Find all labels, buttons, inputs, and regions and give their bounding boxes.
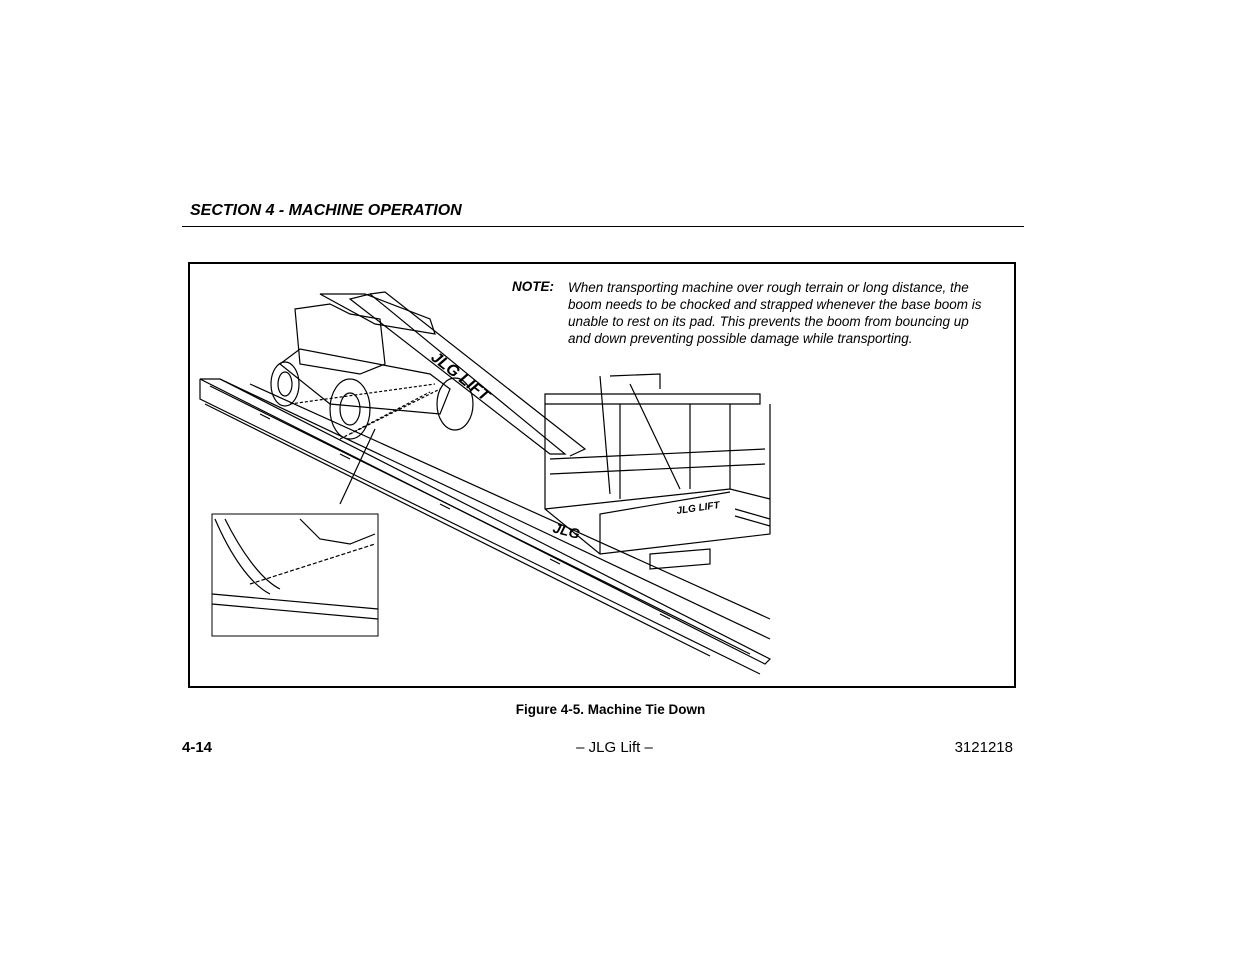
note-text: When transporting machine over rough ter… (568, 280, 982, 346)
platform-brand: JLG (551, 519, 582, 542)
platform-brand-small: JLG LIFT (676, 500, 721, 517)
footer-title: – JLG Lift – (576, 739, 653, 756)
figure-box: JLG LIFT JLG JLG LIFT NOTE: When transpo… (188, 262, 1016, 688)
page-number: 4-14 (182, 739, 213, 756)
header-rule (182, 226, 1024, 227)
machine-tie-down-illustration: JLG LIFT JLG JLG LIFT (199, 291, 772, 675)
figure-caption: Figure 4-5. Machine Tie Down (515, 702, 706, 717)
section-title: SECTION 4 - MACHINE OPERATION (190, 202, 462, 219)
note-label: NOTE: (512, 279, 554, 294)
document-number: 3121218 (954, 739, 1013, 756)
